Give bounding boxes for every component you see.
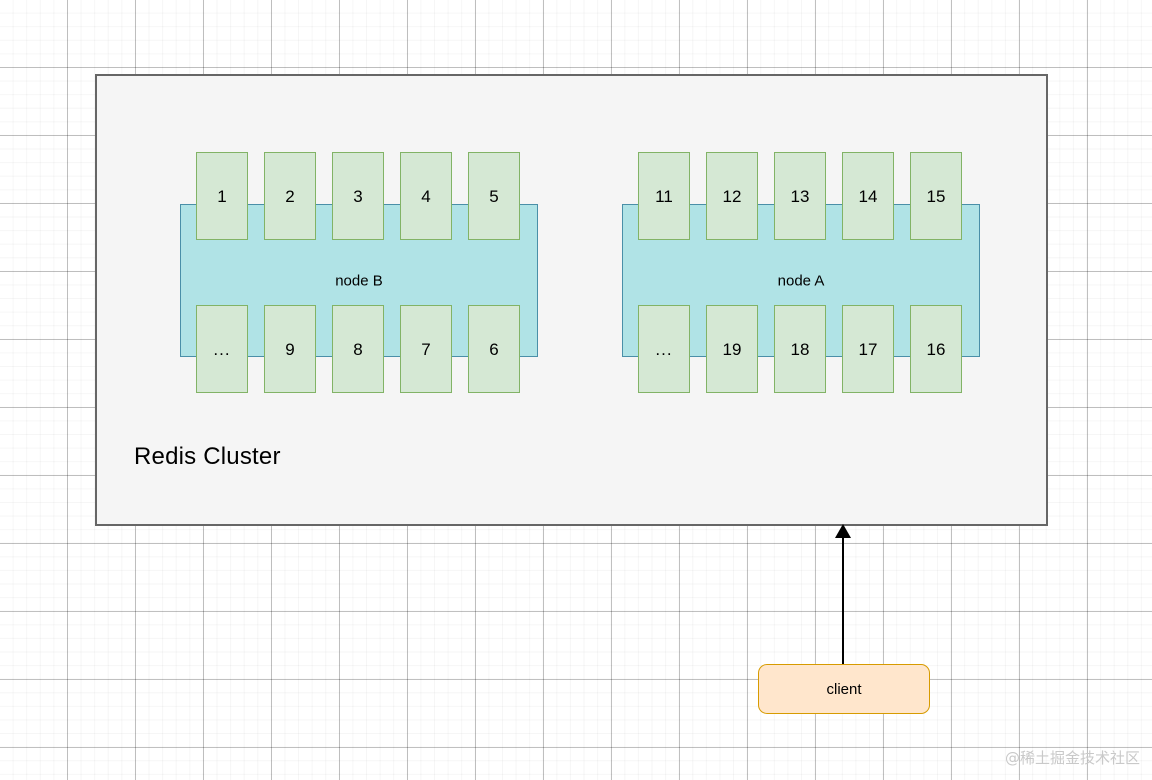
slot-cell[interactable]: 17 [842,305,894,393]
page-title: Redis Cluster [134,443,281,470]
slot-cell[interactable]: 18 [774,305,826,393]
node-b-label: node B [335,272,383,289]
watermark: @稀土掘金技术社区 [1004,749,1140,767]
slot-label: 5 [489,186,499,206]
slot-cell[interactable]: 5 [468,152,520,240]
slot-cell[interactable]: 13 [774,152,826,240]
slot-cell[interactable]: 6 [468,305,520,393]
slot-label: ... [655,339,673,359]
slot-label: 16 [926,339,946,359]
slot-label: 12 [722,186,742,206]
slot-cell[interactable]: ... [196,305,248,393]
slot-cell[interactable]: 7 [400,305,452,393]
slot-cell[interactable]: 9 [264,305,316,393]
client-to-cluster-arrow-line [842,535,844,665]
slot-label: 7 [421,339,431,359]
slot-label: 2 [285,186,295,206]
slot-label: 13 [790,186,810,206]
slot-label: 4 [421,186,431,206]
slot-cell[interactable]: 8 [332,305,384,393]
slot-cell[interactable]: 19 [706,305,758,393]
slot-cell[interactable]: 3 [332,152,384,240]
slot-cell[interactable]: ... [638,305,690,393]
slot-label: 9 [285,339,295,359]
slot-label: 6 [489,339,499,359]
slot-cell[interactable]: 4 [400,152,452,240]
arrow-head-icon [835,524,851,538]
slot-cell[interactable]: 16 [910,305,962,393]
node-a-label: node A [777,272,825,289]
slot-label: 14 [858,186,878,206]
slot-cell[interactable]: 2 [264,152,316,240]
slot-label: 19 [722,339,742,359]
slot-cell[interactable]: 12 [706,152,758,240]
slot-label: 8 [353,339,363,359]
slot-label: 11 [655,186,673,206]
slot-label: ... [213,339,231,359]
slot-label: 1 [217,186,227,206]
slot-label: 15 [926,186,946,206]
client-label: client [826,680,862,698]
slot-cell[interactable]: 1 [196,152,248,240]
slot-cell[interactable]: 15 [910,152,962,240]
slot-label: 3 [353,186,363,206]
slot-cell[interactable]: 11 [638,152,690,240]
slot-cell[interactable]: 14 [842,152,894,240]
client-box[interactable]: client [758,664,930,714]
slot-label: 18 [790,339,810,359]
slot-label: 17 [858,339,878,359]
